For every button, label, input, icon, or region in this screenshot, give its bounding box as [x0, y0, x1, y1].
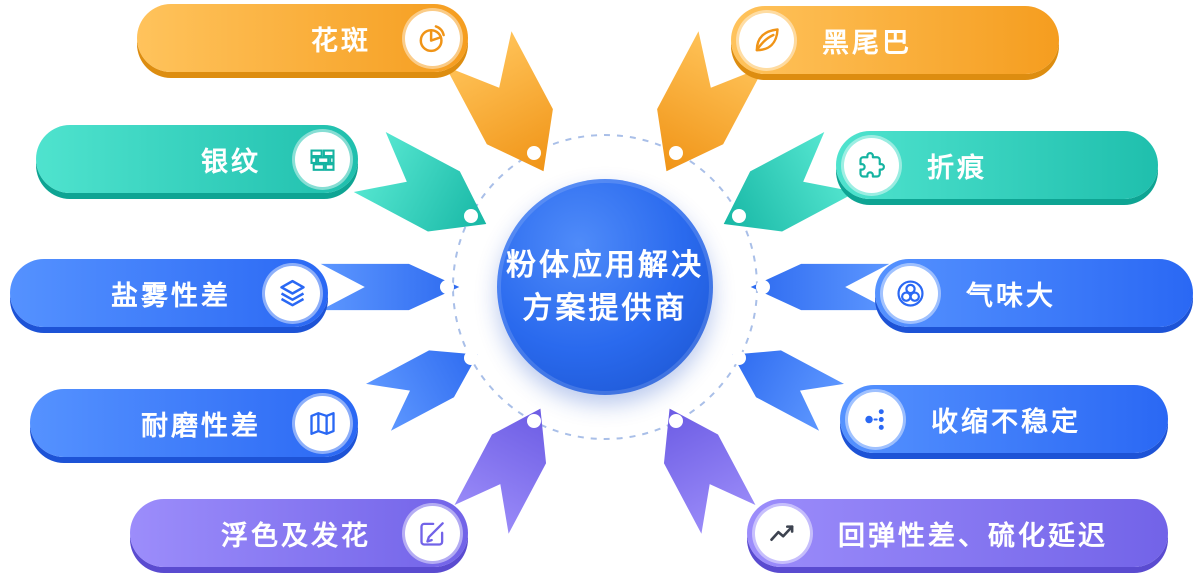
trend-line-icon: [755, 505, 810, 561]
pill-label: 盐雾性差: [111, 280, 231, 311]
pill-fusejifahua: 浮色及发花: [130, 499, 468, 567]
pill-huaban: 花斑: [137, 4, 468, 72]
arrow-left-lower: [366, 350, 478, 431]
pill-label: 收缩不稳定: [931, 406, 1081, 437]
pill-label: 回弹性差、硫化延迟: [838, 520, 1108, 551]
ring-dots: [440, 146, 770, 428]
circles-icon: [883, 265, 938, 321]
arrow-left-upper: [353, 131, 487, 232]
puzzle-icon: [844, 137, 899, 193]
pill-shousuobuwending: 收缩不稳定: [840, 385, 1168, 453]
pill-huitanxingcha: 回弹性差、硫化延迟: [747, 499, 1168, 567]
pill-qiweida: 气味大: [875, 259, 1193, 327]
arrow-right-upper: [723, 131, 857, 232]
leaf-icon: [739, 12, 794, 68]
arrow-right-lower: [732, 350, 844, 431]
bricks-icon: [295, 131, 350, 187]
arrow-bottom-right: [663, 408, 756, 534]
pen-icon: [405, 505, 460, 561]
pill-yanwuxingcha: 盐雾性差: [10, 259, 328, 327]
pill-label: 气味大: [966, 280, 1056, 311]
pill-heiweiba: 黑尾巴: [731, 6, 1059, 74]
pill-zhehen: 折痕: [836, 131, 1158, 199]
pill-label: 黑尾巴: [822, 27, 912, 58]
pill-label: 银纹: [201, 146, 261, 177]
pie-chart-icon: [405, 10, 460, 66]
arrow-top-right: [657, 31, 765, 172]
pill-label: 浮色及发花: [221, 520, 371, 551]
pill-label: 折痕: [927, 152, 987, 183]
map-icon: [295, 395, 350, 451]
center-circle: 粉体应用解决 方案提供商: [497, 179, 713, 395]
pill-naimoxingcha: 耐磨性差: [30, 389, 358, 457]
layers-icon: [265, 265, 320, 321]
arrow-right-middle: [750, 263, 890, 311]
arrow-top-left: [445, 31, 553, 172]
pill-label: 耐磨性差: [141, 410, 261, 441]
center-title-line2: 方案提供商: [522, 292, 688, 325]
arrow-left-middle: [320, 263, 460, 311]
pill-label: 花斑: [311, 25, 371, 56]
arrow-bottom-left: [454, 408, 547, 534]
pill-yinwen: 银纹: [36, 125, 358, 193]
center-title-line1: 粉体应用解决: [506, 248, 704, 282]
dots-chart-icon: [848, 391, 903, 447]
